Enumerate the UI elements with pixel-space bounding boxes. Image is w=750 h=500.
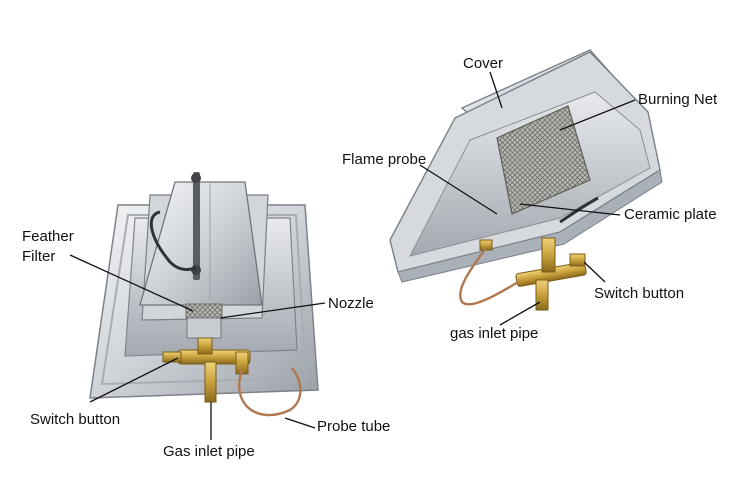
label-flame-probe: Flame probe <box>342 151 427 168</box>
left-wire <box>149 210 197 272</box>
left-nozzle-block <box>186 317 222 339</box>
right-burning-net <box>496 105 591 215</box>
left-heater <box>89 172 319 417</box>
label-ceramic-plate: Ceramic plate <box>624 206 717 223</box>
right-gas-inlet <box>535 279 549 311</box>
leader-right-switch <box>583 261 606 283</box>
leader-left-switch <box>89 357 179 403</box>
leader-cover <box>489 71 503 109</box>
left-hood <box>139 181 263 306</box>
label-cover: Cover <box>463 55 504 72</box>
left-gas-inlet <box>204 361 217 403</box>
left-feather-filter <box>185 303 223 319</box>
leader-right-gas-inlet <box>499 301 541 326</box>
left-rod <box>193 172 200 280</box>
leader-nozzle <box>219 302 326 319</box>
leader-probe-tube <box>284 417 316 429</box>
label-probe-tube: Probe tube <box>317 418 391 435</box>
leader-ceramic-plate <box>519 203 621 216</box>
leader-lines <box>69 71 636 440</box>
leader-flame-probe <box>419 164 498 215</box>
label-feather: Feather <box>22 228 74 245</box>
leader-burning-net <box>559 99 636 131</box>
right-heater <box>389 49 663 311</box>
right-wire <box>559 196 599 224</box>
leader-feather-filter <box>69 254 194 312</box>
label-right-switch-button: Switch button <box>594 285 685 302</box>
label-nozzle: Nozzle <box>328 295 374 312</box>
left-probe-tube <box>238 367 302 417</box>
label-right-gas-inlet-pipe: gas inlet pipe <box>450 325 539 342</box>
label-burning-net: Burning Net <box>638 91 718 108</box>
label-left-switch-button: Switch button <box>30 411 121 428</box>
label-filter: Filter <box>22 248 56 265</box>
label-left-gas-inlet-pipe: Gas inlet pipe <box>163 443 255 460</box>
right-copper-tube <box>459 247 519 306</box>
